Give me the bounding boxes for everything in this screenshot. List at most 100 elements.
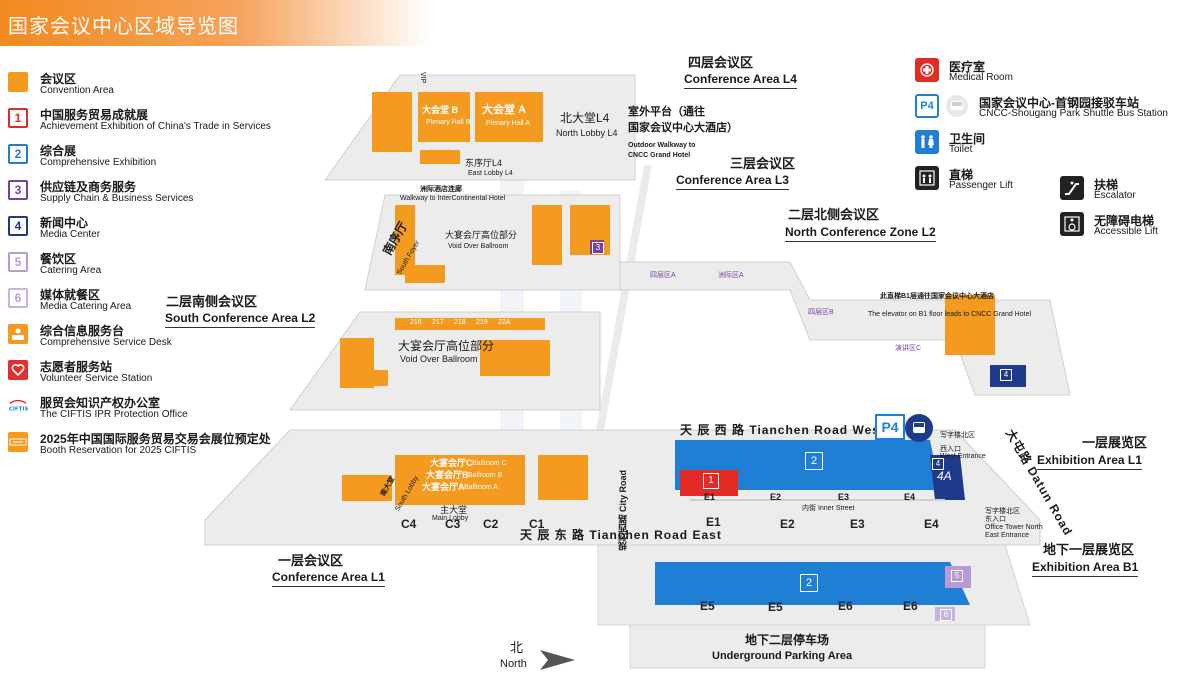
east-entrance-zh: 东入口	[985, 516, 1006, 523]
l2-media-center-4	[990, 365, 1026, 387]
legend-label-zh: 综合展	[40, 144, 77, 158]
legend-item-ipr-office: CIFTIS 服贸会知识产权办公室 The CIFTIS IPR Protect…	[8, 392, 338, 428]
compass-zh: 北	[510, 640, 524, 655]
legend-label-zh: 志愿者服务站	[40, 360, 113, 374]
west-entrance-zh: 西入口	[940, 446, 961, 453]
east-entrance-en: East Entrance	[985, 532, 1029, 539]
office-tower-north-en: Office Tower North	[985, 524, 1043, 531]
legend-right: 医疗室 Medical Room P4 国家会议中心-首钢园接驳车站 CNCC-…	[915, 56, 1200, 246]
room-219: 219	[476, 319, 488, 326]
hall-e1-top: E1	[704, 492, 716, 502]
hall-e2: E2	[780, 517, 795, 531]
main-lobby-zh: 主大堂	[440, 505, 468, 515]
entrance-c2: C2	[483, 517, 499, 531]
road-city-road: 规划西路 City Road	[618, 470, 628, 551]
l1-conf-title-en: Conference Area L1	[272, 570, 385, 587]
legend-label-zh: 服贸会知识产权办公室	[40, 396, 161, 410]
l2n-elevator-note-en: The elevator on B1 floor leads to CNCC G…	[868, 311, 1032, 318]
l1-east-rooms	[538, 455, 588, 500]
legend-item-service-desk: 综合信息服务台 Comprehensive Service Desk	[8, 320, 338, 356]
legend-item-achievement: 1 中国服务贸易成就展 Achievement Exhibition of Ch…	[8, 104, 338, 140]
outdoor-walkway-en-1: Outdoor Walkway to	[628, 142, 696, 149]
ballroom-c-en: Ballroom C	[472, 460, 507, 467]
medical-cross-icon	[915, 58, 939, 82]
b2-title-zh: 地下二层停车场	[745, 633, 830, 647]
volunteer-heart-icon	[8, 360, 28, 380]
legend-label-zh: 供应链及商务服务	[40, 180, 137, 194]
map-l2-zone-4-badge: 4	[1000, 369, 1012, 381]
main-lobby-en: Main Lobby	[432, 515, 469, 522]
floor-l1	[204, 429, 1041, 546]
plenary-hall-b-zh: 大会堂 B	[422, 105, 459, 115]
west-entrance-en: West Entrance	[940, 453, 986, 460]
legend-label-zh: 无障碍电梯	[1094, 214, 1155, 228]
hall-e3: E3	[850, 517, 865, 531]
l1-ballrooms	[395, 455, 525, 505]
hall-e1: E1	[706, 515, 721, 529]
l3-void-zh: 大宴会厅高位部分	[445, 230, 518, 240]
floor-l2-north	[589, 261, 1071, 396]
map-zone-2-badge: 2	[805, 452, 823, 470]
l4-title-zh: 四层会议区	[688, 55, 754, 70]
zone-1-badge: 1	[8, 108, 28, 128]
l2s-void-en: Void Over Ballroom	[400, 354, 478, 364]
hall-e5-b: E5	[768, 600, 783, 614]
map-b1-zone-2-badge: 2	[800, 574, 818, 592]
room-217: 217	[432, 319, 444, 326]
zone-6-badge: 6	[8, 288, 28, 308]
p4-shuttle-badge: P4	[915, 94, 939, 118]
hall-e4-top: E4	[904, 492, 916, 502]
b1-exhibition-zone-2	[655, 562, 970, 605]
legend-label-en: Supply Chain & Business Services	[40, 193, 194, 204]
hall-e4: E4	[924, 517, 939, 531]
walkway-intercontinental-en: Walkway to InterContinental Hotel	[400, 195, 506, 202]
legend-label-en: Escalator	[1094, 190, 1136, 201]
plenary-hall-a-zh: 大会堂 A	[482, 104, 526, 116]
ballroom-b-en: Ballroom B	[468, 472, 503, 479]
legend-label-zh: 国家会议中心-首钢园接驳车站	[979, 96, 1139, 110]
l3-title-zh: 三层会议区	[730, 156, 796, 171]
title-banner: 国家会议中心区域导览图	[0, 0, 430, 46]
l2n-zone-a: 四层区A	[650, 272, 676, 279]
l2n-elevator-note-zh: 此直梯B1层通往国家会议中心大酒店	[880, 293, 994, 300]
l1-south-lobby-rooms	[342, 475, 392, 501]
escalator-icon	[1060, 176, 1084, 200]
l1-exhibition-zone-2	[675, 440, 940, 490]
legend-label-zh: 新闻中心	[40, 216, 89, 230]
legend-label-en: CNCC-Shougang Park Shuttle Bus Station	[979, 108, 1168, 119]
legend-label-en: Accessible Lift	[1094, 226, 1158, 237]
legend-label-en: Comprehensive Service Desk	[40, 337, 172, 348]
plenary-hall-a-en: Plenary Hall A	[486, 120, 530, 127]
outdoor-walkway-en-2: CNCC Grand Hotel	[628, 152, 691, 159]
b1-title-en: Exhibition Area B1	[1032, 560, 1139, 577]
legend-label-zh: 餐饮区	[40, 252, 77, 266]
legend-item-supply-chain: 3 供应链及商务服务 Supply Chain & Business Servi…	[8, 176, 338, 212]
legend-item-media-center: 4 新闻中心 Media Center	[8, 212, 338, 248]
map-bus-icon	[905, 414, 933, 442]
legend-label-en: Comprehensive Exhibition	[40, 157, 157, 168]
zone-2-badge: 2	[8, 144, 28, 164]
walkway-intercontinental-zh: 洲际酒店连廊	[420, 186, 462, 193]
hall-4a: 4A	[937, 469, 952, 483]
floor-l3	[364, 194, 621, 291]
zone-5-badge: 5	[8, 252, 28, 272]
l2n-zone-b: 洲际区A	[718, 272, 744, 279]
legend-item-booth-reservation: 2025年中国国际服务贸易交易会展位预定处 Booth Reservation …	[8, 428, 338, 464]
ballroom-b-zh: 大宴会厅B	[426, 470, 469, 480]
floor-b1	[597, 544, 1031, 626]
l2s-title-zh: 二层南侧会议区	[166, 294, 258, 309]
ciftis-logo-icon: CIFTIS	[8, 396, 28, 416]
map-zone-5-badge: 5	[951, 570, 963, 582]
l2s-title-en: South Conference Area L2	[165, 311, 316, 328]
legend-label-en: The CIFTIS IPR Protection Office	[40, 409, 188, 420]
plenary-hall-b-en: Plenary Hall B	[426, 119, 471, 126]
legend-label-zh: 2025年中国国际服务贸易交易会展位预定处	[40, 432, 271, 446]
bus-icon	[945, 94, 971, 118]
floor-l2-south	[289, 311, 601, 411]
l3-void-en: Void Over Ballroom	[448, 243, 509, 250]
hall-e2-top: E2	[770, 492, 782, 502]
room-22a: 22A	[498, 319, 511, 326]
legend-label-en: Passenger Lift	[949, 180, 1013, 191]
l1-exhibition-title-en: Exhibition Area L1	[1037, 453, 1142, 470]
